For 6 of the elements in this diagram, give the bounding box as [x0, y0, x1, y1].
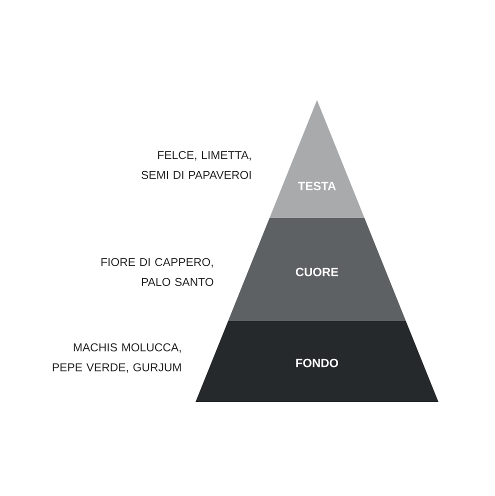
pyramid-band: CUORE — [228, 218, 406, 321]
note-text: FELCE, LIMETTA, SEMI DI PAPAVEROI — [142, 150, 251, 179]
pyramid-band: FONDO — [196, 321, 438, 402]
note-text: MACHIS MOLUCCA, PEPE VERDE, GURJUM — [52, 343, 181, 373]
note-text: FIORE DI CAPPERO, PALO SANTO — [101, 258, 214, 286]
pyramid-band: TESTA — [270, 100, 364, 218]
